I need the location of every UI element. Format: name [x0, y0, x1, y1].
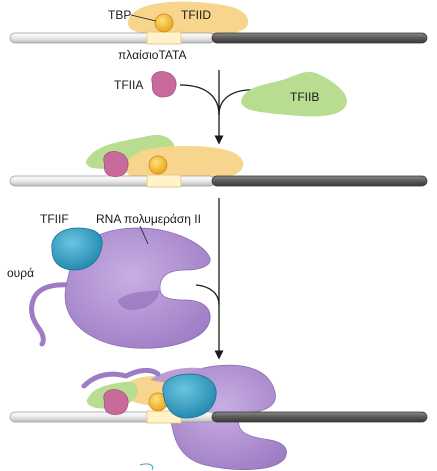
tfiia-bound-shape	[103, 151, 129, 177]
tfiib-free-shape	[241, 71, 348, 117]
tail-shape	[29, 282, 75, 347]
tfiif-shape	[51, 227, 103, 271]
tfiif-bound-shape	[162, 373, 217, 419]
arrow-step-3	[195, 198, 224, 360]
rna-pol-label: RNA πολυμεράση II	[96, 212, 201, 226]
tbp-bound-circle	[148, 155, 168, 175]
tfiif-label: TFIIF	[40, 212, 69, 226]
tail-label: ουρά	[7, 266, 34, 280]
tbp-circle	[154, 13, 174, 33]
dna-strand-dark	[211, 32, 428, 44]
tfiib-label: TFIIB	[290, 90, 320, 104]
step-4	[9, 364, 428, 471]
tfiia-label: TFIIA	[114, 78, 144, 92]
rna-polymerase-free	[29, 227, 211, 349]
tfiid-label: TFIID	[181, 8, 211, 22]
step-2	[9, 134, 428, 188]
rna-pol-shape	[64, 227, 211, 349]
step-1	[9, 1, 428, 45]
tfiia-free-shape	[151, 71, 177, 98]
tbp-label: TBP	[108, 8, 132, 22]
tata-box-label: πλαίσιοTATA	[118, 48, 187, 62]
tbp-leader-line	[130, 14, 157, 22]
